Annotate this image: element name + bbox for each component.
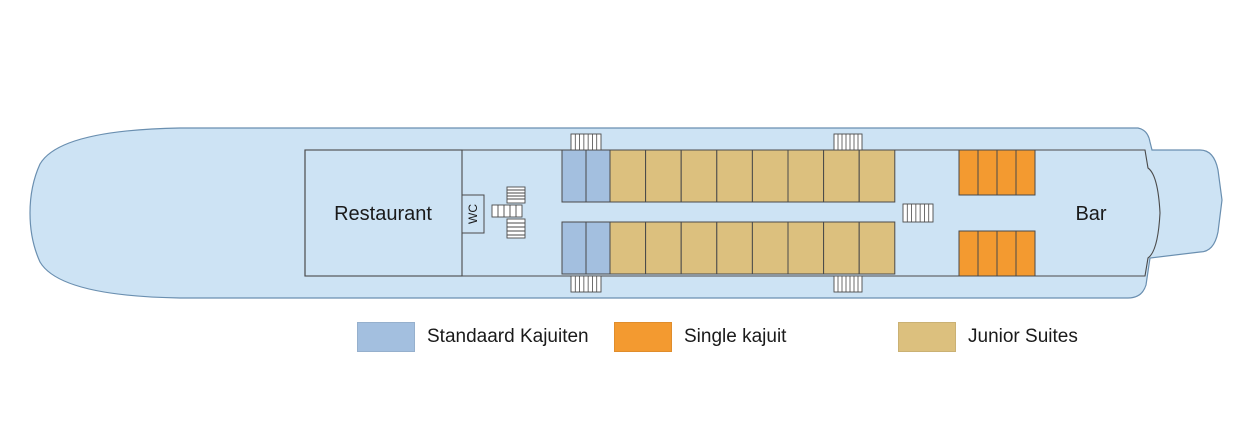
single-cabin-lower (958, 230, 979, 277)
junior-suite-upper (787, 149, 825, 203)
legend-label-junior: Junior Suites (968, 326, 1078, 347)
junior-suite-lower (609, 221, 647, 275)
junior-suite-upper (645, 149, 682, 203)
junior-suite-upper (680, 149, 718, 203)
stairs-icon (902, 203, 934, 223)
junior-suite-upper (858, 149, 896, 203)
wc-label: WC (466, 204, 480, 224)
standard-cabin-lower (585, 221, 611, 275)
junior-suite-upper (716, 149, 753, 203)
bar-label: Bar (1075, 203, 1106, 225)
legend-single: Single kajuit (614, 320, 786, 354)
single-cabin-upper (958, 149, 979, 196)
stairs-icon (833, 275, 863, 293)
junior-suite-lower (716, 221, 753, 275)
stairs-icon (570, 275, 602, 293)
legend-swatch-single (614, 322, 672, 352)
standard-cabin-lower (561, 221, 587, 275)
legend-swatch-standard (357, 322, 415, 352)
legend-junior: Junior Suites (898, 320, 1078, 354)
single-cabin-lower (996, 230, 1017, 277)
wc-room (461, 194, 485, 234)
single-cabin-lower (1015, 230, 1036, 277)
junior-suite-lower (751, 221, 789, 275)
junior-suite-lower (645, 221, 682, 275)
stairs-layout (570, 133, 934, 293)
legend-label-standard: Standaard Kajuiten (427, 326, 589, 347)
junior-suite-upper (609, 149, 647, 203)
stairs-icon (833, 133, 863, 151)
legend-standard: Standaard Kajuiten (357, 320, 589, 354)
junior-suite-upper (823, 149, 860, 203)
standard-cabin-upper (585, 149, 611, 203)
standard-cabin-upper (561, 149, 587, 203)
junior-suite-lower (680, 221, 718, 275)
single-cabin-lower (977, 230, 998, 277)
restaurant-label: Restaurant (334, 203, 432, 225)
single-cabin-upper (1015, 149, 1036, 196)
junior-suite-lower (787, 221, 825, 275)
single-cabin-upper (996, 149, 1017, 196)
junior-suite-upper (751, 149, 789, 203)
legend-swatch-junior (898, 322, 956, 352)
ship-hull (29, 127, 1223, 299)
deck-outline (304, 149, 1161, 277)
legend-label-single: Single kajuit (684, 326, 787, 347)
central-stairs-icon (491, 186, 526, 239)
junior-suite-lower (823, 221, 860, 275)
junior-suite-lower (858, 221, 896, 275)
cabin-layout (561, 149, 1036, 277)
single-cabin-upper (977, 149, 998, 196)
stairs-icon (570, 133, 602, 151)
